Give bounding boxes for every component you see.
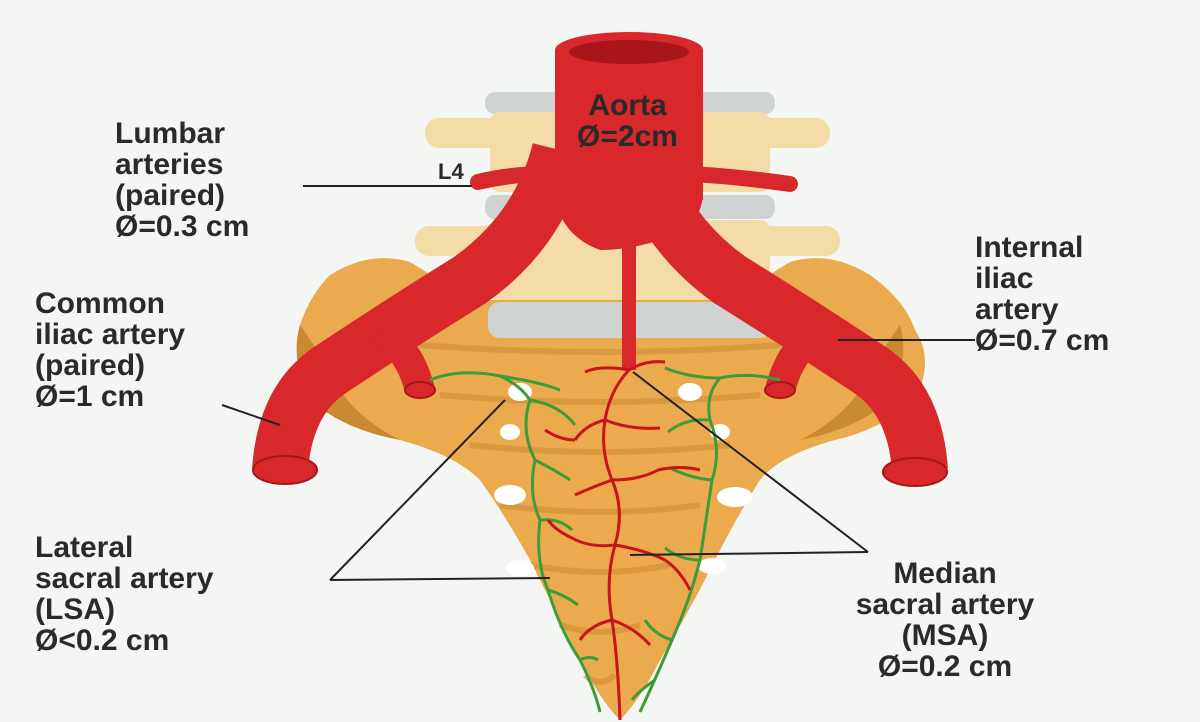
lumbar-line-3: (paired) (115, 179, 226, 212)
leader-line (329, 577, 551, 581)
lateral-sacral-artery-branch (669, 466, 713, 482)
internal-iliac-label: Internal iliac artery Ø=0.7 cm (975, 232, 1109, 356)
lumbar-artery-left (470, 166, 568, 190)
leader-line (629, 551, 869, 556)
lateral-sacral-arteries (429, 366, 781, 713)
lateral-sacral-line-1: Lateral (35, 531, 134, 564)
lumbar-line-2: arteries (115, 148, 224, 181)
median-sacral-artery-stem (622, 190, 636, 370)
sacral-foramen (678, 383, 702, 401)
common-iliac-line-1: Common (35, 287, 165, 320)
lateral-sacral-line-2: sacral artery (35, 562, 214, 595)
vertebra-label-l4: L4 (438, 159, 464, 184)
median-sacral-artery-branch (614, 543, 666, 562)
common-iliac-label: Common iliac artery (paired) Ø=1 cm (35, 288, 185, 412)
aorta-diameter: Ø=2cm (577, 120, 678, 153)
sacral-foramen (500, 424, 520, 440)
lateral-sacral-label: Lateral sacral artery (LSA) Ø<0.2 cm (35, 532, 213, 656)
internal-iliac-right-end (764, 381, 796, 399)
median-sacral-artery-branch (664, 558, 692, 591)
median-sacral-artery-branch (602, 368, 631, 721)
median-sacral-line-3: (MSA) (901, 619, 989, 652)
sacral-foramen (698, 558, 726, 574)
common-iliac-right-end (882, 457, 948, 487)
lateral-sacral-line-3: (LSA) (35, 593, 115, 626)
lateral-sacral-artery-branch (539, 518, 574, 532)
sacrum-ridge (439, 392, 761, 405)
median-sacral-line-1: Median (893, 557, 997, 590)
leader-line (632, 371, 869, 553)
median-sacral-artery-branch (611, 618, 652, 646)
median-sacral-artery-branch (578, 618, 613, 641)
median-sacral-artery-branch (574, 478, 613, 497)
lateral-sacral-line-4: Ø<0.2 cm (35, 624, 170, 657)
internal-iliac-line-4: Ø=0.7 cm (975, 324, 1110, 357)
sacrum-ridges (419, 342, 781, 685)
leader-line (221, 404, 281, 426)
sacral-foramina (494, 383, 753, 576)
internal-iliac-line-3: artery (975, 293, 1059, 326)
internal-iliac-line-1: Internal (975, 231, 1084, 264)
sacrum-ridge (469, 442, 731, 455)
median-sacral-artery-branch (571, 536, 616, 548)
median-sacral-artery-branch (546, 519, 573, 540)
aorta-label: Aorta Ø=2cm (540, 90, 715, 152)
lumbar-line-4: Ø=0.3 cm (115, 210, 250, 243)
lumbar-arteries-label: Lumbar arteries (paired) Ø=0.3 cm (115, 118, 249, 242)
median-sacral-label: Median sacral artery (MSA) Ø=0.2 cm (800, 558, 1090, 682)
lateral-sacral-artery-branch (579, 656, 599, 662)
lateral-sacral-artery-branch (630, 678, 656, 701)
sacrum-ridge (499, 502, 701, 515)
sacrum-ridge (559, 622, 641, 635)
median-sacral-artery-branch (544, 428, 576, 442)
common-iliac-artery-left (252, 142, 588, 473)
lateral-sacral-artery-branch (499, 374, 561, 392)
aorta-name: Aorta (588, 89, 667, 122)
lateral-sacral-artery-branch (643, 619, 673, 642)
lateral-sacral-artery-branch (547, 588, 579, 607)
internal-iliac-line-2: iliac (975, 262, 1034, 295)
common-iliac-line-4: Ø=1 cm (35, 380, 145, 413)
median-sacral-branches (544, 360, 701, 721)
median-sacral-artery-branch (584, 366, 630, 374)
arterial-tree (252, 32, 948, 487)
sacral-foramen (717, 487, 753, 507)
sacral-foramen (506, 560, 534, 576)
leader-line (329, 399, 506, 581)
median-sacral-artery-branch (657, 466, 701, 472)
lateral-sacral-artery-branch (664, 366, 721, 380)
leader-lines (221, 185, 975, 581)
median-sacral-artery-branch (628, 360, 666, 372)
internal-iliac-left-end (404, 381, 436, 399)
sacrum-ridge (419, 342, 781, 355)
lateral-sacral-artery-branch (534, 458, 571, 482)
common-iliac-left-end (252, 455, 318, 485)
lumbar-line-1: Lumbar (115, 117, 226, 150)
median-sacral-line-2: sacral artery (855, 588, 1035, 621)
common-iliac-line-2: iliac artery (35, 318, 186, 351)
median-sacral-artery-branch (611, 468, 659, 482)
median-sacral-artery-branch (573, 418, 606, 441)
median-sacral-artery-branch (604, 418, 661, 430)
common-iliac-line-3: (paired) (35, 349, 146, 382)
median-sacral-line-4: Ø=0.2 cm (877, 650, 1013, 683)
lateral-sacral-artery-branch (667, 418, 711, 434)
aorta-lumen (569, 40, 689, 64)
lateral-sacral-artery-branch (529, 398, 577, 426)
aorta-trunk (555, 50, 703, 200)
sacrum-ridge (529, 562, 671, 575)
lateral-sacral-artery-branch (664, 546, 701, 562)
sacral-foramen (494, 485, 526, 505)
